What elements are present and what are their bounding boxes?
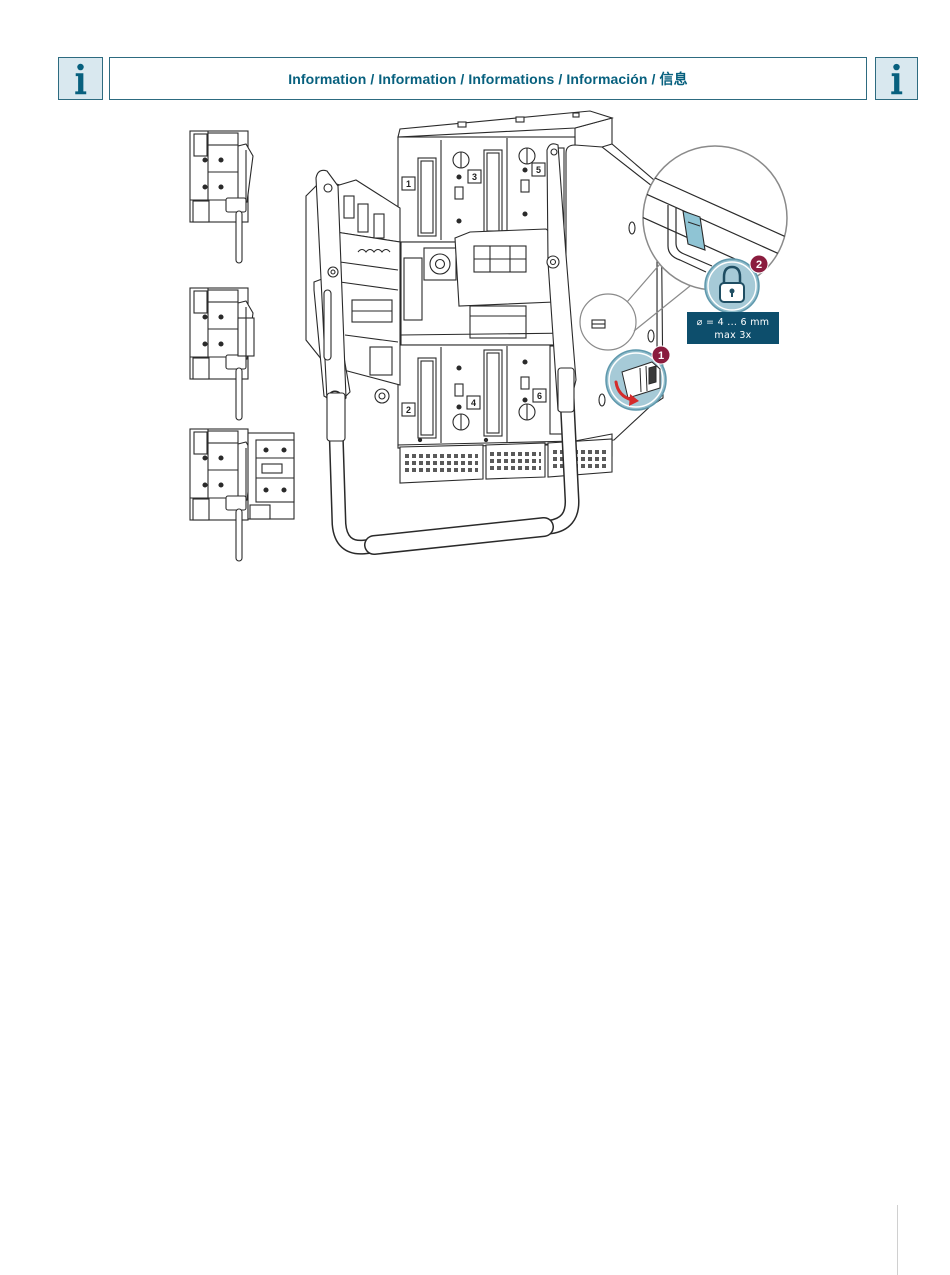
terminal-number-5: 5	[536, 165, 541, 175]
side-view-closed	[190, 429, 253, 561]
terminal-number-6: 6	[537, 391, 542, 401]
padlock-spec-label: ⌀ = 4 ... 6 mm max 3x	[687, 312, 779, 344]
terminal-number-1: 1	[406, 179, 411, 189]
page-margin-rule	[897, 1205, 898, 1275]
terminal-number-4: 4	[471, 398, 476, 408]
side-view-open	[190, 131, 253, 263]
padlock-diameter-text: ⌀ = 4 ... 6 mm	[697, 317, 770, 328]
side-view-closed-extension	[248, 433, 294, 519]
step-number-1: 1	[658, 350, 664, 362]
terminal-number-2: 2	[406, 405, 411, 415]
step-number-2: 2	[756, 259, 762, 271]
side-view-middle-detail	[238, 318, 254, 356]
padlock-max-count-text: max 3x	[714, 330, 751, 341]
terminal-number-3: 3	[472, 172, 477, 182]
switch-disconnector-illustration: 1 3 5	[0, 0, 950, 600]
